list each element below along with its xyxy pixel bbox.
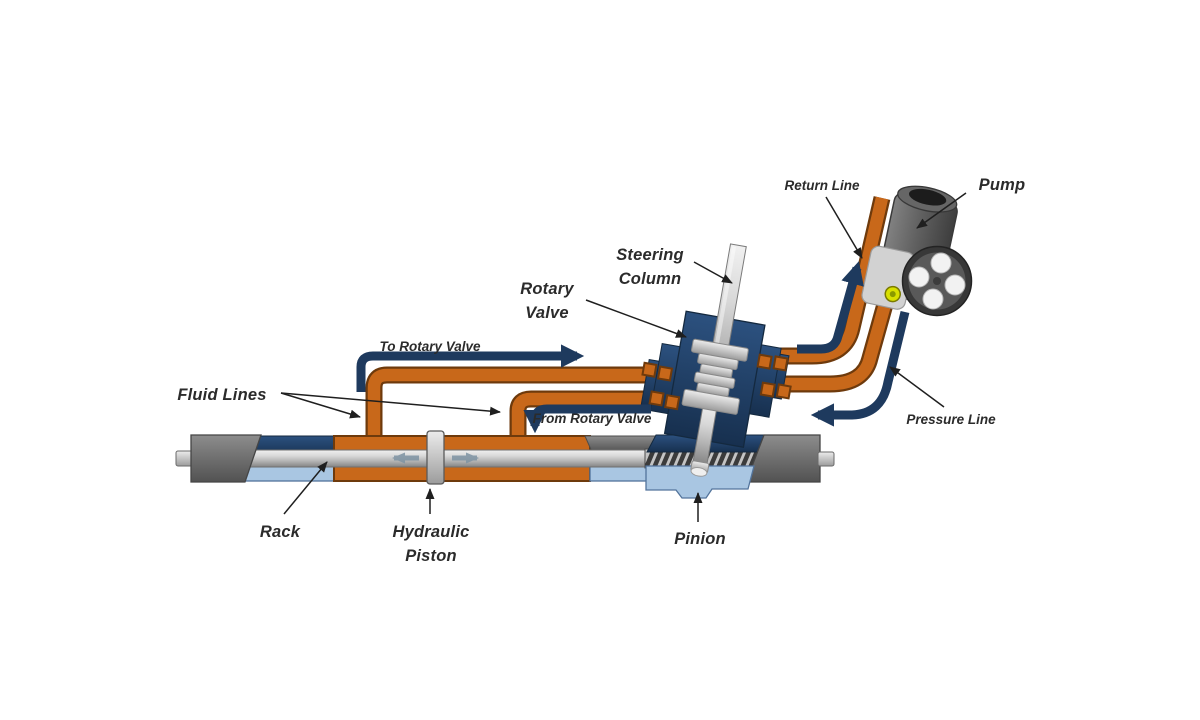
label-steering-column-1: Steering: [616, 246, 684, 264]
label-to-rotary-valve: To Rotary Valve: [379, 339, 481, 354]
pressure-line-label-arrow: [889, 366, 945, 408]
label-rotary-valve-1: Rotary: [520, 280, 574, 298]
rotary-valve-label-arrow: [585, 299, 687, 338]
fluid-lines-label-arrow-1: [280, 392, 361, 419]
hydraulic-piston: [426, 430, 445, 485]
label-return-line: Return Line: [784, 178, 859, 193]
pump-assembly: [861, 185, 973, 317]
return-line-label-arrow: [825, 196, 863, 259]
rack-label-arrow: [283, 461, 328, 515]
label-pump: Pump: [979, 176, 1026, 194]
pump-label-arrow: [916, 192, 967, 229]
pinion-housing: [645, 465, 755, 499]
pressure-line-pipe: [742, 244, 910, 393]
rack-end-block-right: [745, 434, 835, 483]
steering-column-label-arrow: [693, 261, 733, 284]
label-from-rotary-valve: From Rotary Valve: [533, 411, 652, 426]
pump-fitting-yellow: [884, 285, 901, 303]
label-hydraulic-piston-2: Piston: [405, 547, 457, 565]
pinion-tip: [690, 467, 708, 477]
return-line-pipe: [740, 196, 891, 365]
label-arrows: [280, 192, 967, 522]
pump-pulley: [901, 245, 973, 317]
label-rack: Rack: [260, 523, 301, 541]
pump-reservoir-cap: [897, 185, 958, 213]
flow-arrow-pressure: [810, 310, 910, 427]
flow-arrow-from-rotary-valve: [523, 404, 651, 434]
valve-collars: [681, 338, 749, 415]
label-hydraulic-piston-1: Hydraulic: [393, 523, 470, 541]
label-pressure-line: Pressure Line: [906, 412, 996, 427]
fluid-lines-label-arrow-2: [280, 392, 501, 416]
housing-mid-segment: [584, 435, 657, 482]
label-steering-column-2: Column: [619, 270, 682, 288]
tie-rod-stub-right: [817, 451, 835, 467]
label-fluid-lines: Fluid Lines: [177, 386, 266, 404]
valve-port-fittings: [641, 353, 792, 411]
rack-end-cap-left: [175, 434, 262, 483]
flow-arrow-to-rotary-valve: [356, 344, 585, 392]
rotary-valve-assembly: [640, 243, 792, 477]
label-rotary-valve-2: Valve: [525, 304, 569, 322]
fluid-line-from-valve: [509, 390, 700, 447]
label-pinion: Pinion: [674, 530, 726, 548]
fluid-line-to-valve: [365, 366, 688, 447]
pinion-shaft: [690, 401, 719, 477]
rack-assembly: [175, 366, 835, 499]
flow-arrow-return: [797, 261, 864, 354]
